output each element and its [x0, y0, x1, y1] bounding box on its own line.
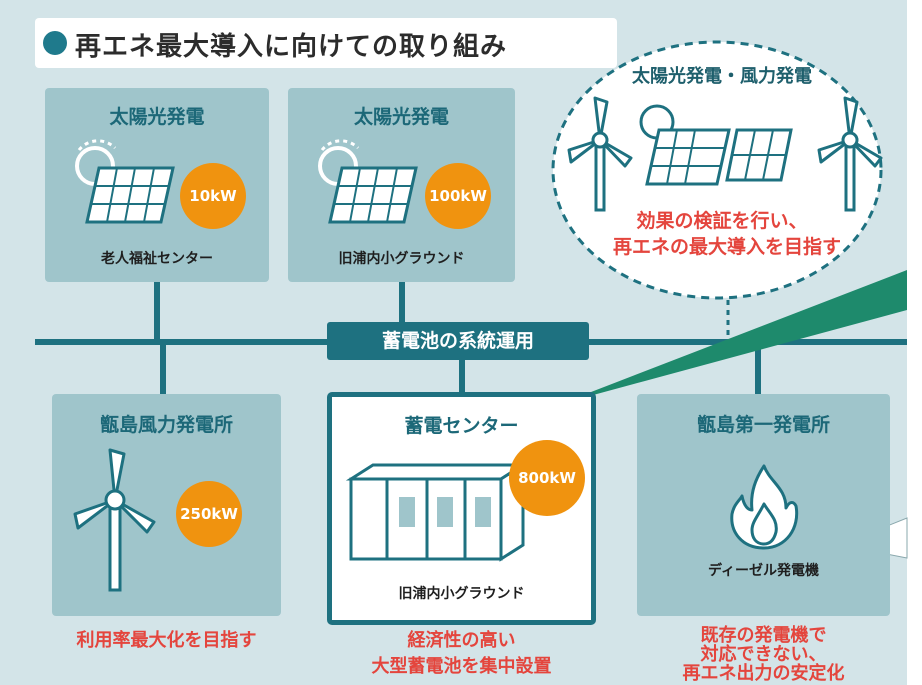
card-title: 甑島風力発電所: [99, 414, 233, 436]
location-label: ディーゼル発電機: [707, 563, 820, 579]
diesel-note-line2: 対応できない、: [700, 644, 827, 665]
card-title: 太陽光発電: [353, 106, 449, 128]
battery-note-line1: 経済性の高い: [407, 630, 516, 651]
diesel-note-line1: 既存の発電機で: [700, 625, 827, 646]
location-label: 老人福祉センター: [101, 251, 213, 267]
solar-panel-icon: [639, 104, 793, 186]
wind-turbine-icon: [567, 96, 633, 212]
card-title: 太陽光発電: [109, 106, 205, 128]
card-diesel-plant: 甑島第一発電所 ディーゼル発電機: [637, 394, 890, 616]
future-title: 太陽光発電・風力発電: [632, 66, 812, 87]
flame-icon: [730, 464, 799, 550]
card-title: 蓄電センター: [404, 415, 519, 437]
solar-panel-icon: [75, 139, 175, 224]
capacity-badge: 100kW: [425, 163, 491, 229]
bus-label: 蓄電池の系統運用: [327, 322, 589, 360]
location-label: 旧浦内小グラウンド: [398, 586, 525, 602]
card-battery-center: 蓄電センター 800kW 旧浦内小グラウンド: [327, 392, 596, 625]
battery-note-line2: 大型蓄電池を集中設置: [371, 656, 552, 677]
capacity-badge: 10kW: [180, 163, 246, 229]
bullet-icon: [43, 31, 67, 55]
battery-container-icon: [345, 462, 527, 562]
location-label: 旧浦内小グラウンド: [338, 251, 465, 267]
wind-turbine-icon: [73, 448, 156, 592]
diesel-note-line3: 再エネ出力の安定化: [682, 663, 845, 684]
card-title: 甑島第一発電所: [696, 414, 830, 436]
page-title: 再エネ最大導入に向けての取り組み: [75, 32, 508, 62]
solar-panel-icon: [318, 139, 418, 224]
header-box: 再エネ最大導入に向けての取り組み: [35, 18, 617, 68]
card-wind-250kw: 甑島風力発電所 250kW: [52, 394, 281, 616]
wind-turbine-icon: [817, 96, 883, 212]
pointer-arrow: [560, 270, 907, 404]
capacity-badge: 250kW: [176, 481, 242, 547]
wind-note: 利用率最大化を目指す: [76, 630, 257, 651]
future-note-line1: 効果の検証を行い、: [636, 210, 808, 232]
future-note-line2: 再エネの最大導入を目指す: [612, 236, 841, 258]
card-solar-100kw: 太陽光発電 100kW 旧浦内小グラウンド: [288, 88, 515, 282]
capacity-badge: 800kW: [509, 440, 585, 516]
card-solar-10kw: 太陽光発電 10kW 老人福祉センター: [45, 88, 269, 282]
